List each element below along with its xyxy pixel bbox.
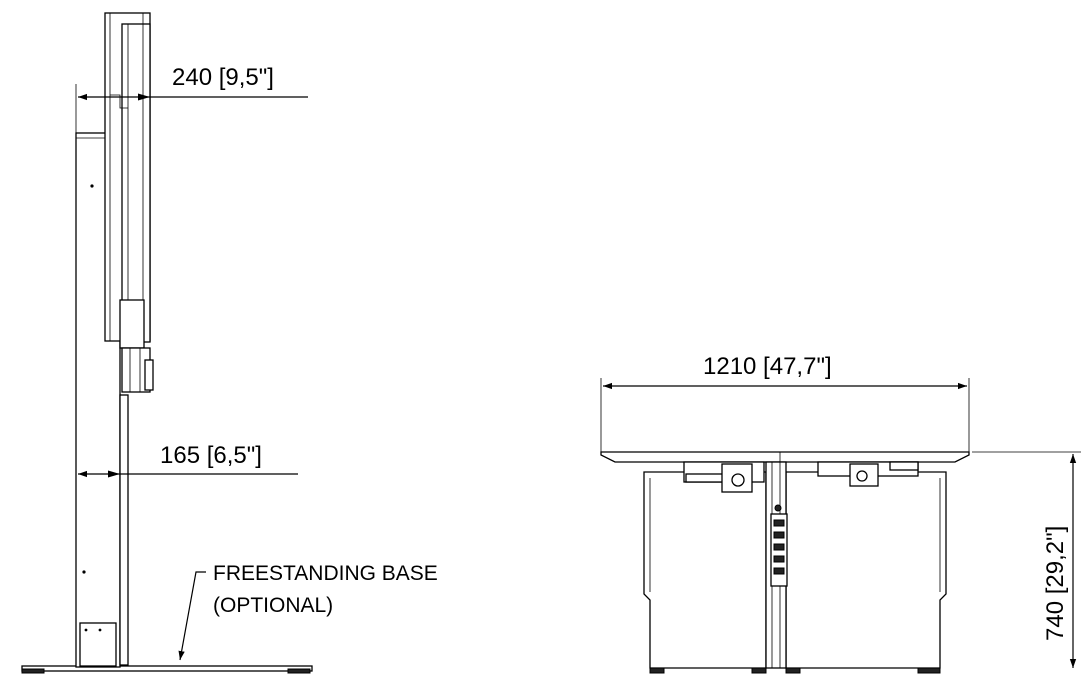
side-base-foot-left bbox=[21, 668, 45, 674]
front-foot-4 bbox=[917, 667, 941, 674]
front-foot-3 bbox=[785, 667, 801, 674]
front-foot-1 bbox=[649, 667, 665, 674]
front-top-plate bbox=[600, 451, 970, 463]
base-note-leader bbox=[178, 571, 206, 661]
front-indicator bbox=[774, 504, 782, 512]
side-base-plate bbox=[21, 665, 313, 672]
side-base-foot-right bbox=[287, 668, 311, 674]
front-right-cabinet bbox=[785, 471, 947, 669]
dim-740-label: 740 [29,2"] bbox=[1042, 526, 1069, 641]
front-foot-2 bbox=[751, 667, 767, 674]
side-column-dot-bottom bbox=[82, 570, 86, 574]
side-back-plate bbox=[119, 394, 129, 666]
front-left-cabinet bbox=[643, 471, 767, 669]
dim-240-label: 240 [9,5"] bbox=[172, 64, 274, 91]
base-note-line1: FREESTANDING BASE bbox=[213, 562, 438, 585]
side-display-lower bbox=[119, 299, 145, 349]
base-note-line2: (OPTIONAL) bbox=[213, 594, 333, 617]
front-view: 1210 [47,7"] bbox=[600, 353, 1081, 674]
side-column-dot-top bbox=[90, 184, 94, 188]
side-view: 240 [9,5"] 165 [6,5"] FREESTANDING BASE … bbox=[21, 12, 438, 674]
side-display-body bbox=[121, 23, 151, 343]
dim-165-label: 165 [6,5"] bbox=[160, 442, 262, 469]
dim-1210-label: 1210 [47,7"] bbox=[703, 353, 832, 380]
